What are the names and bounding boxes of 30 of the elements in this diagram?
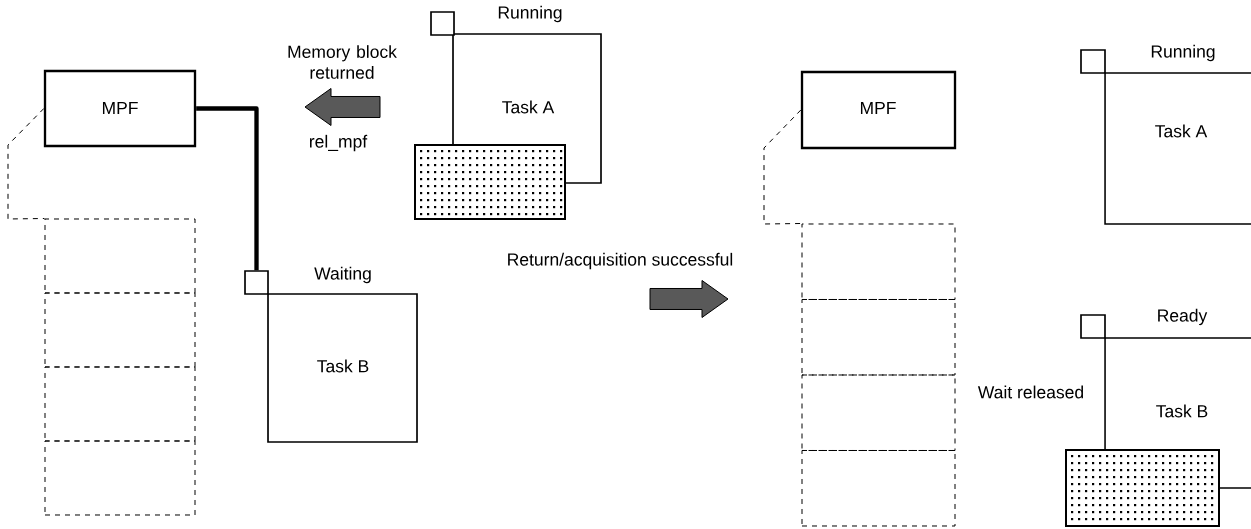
caption-text: rel_mpf	[310, 134, 368, 152]
state-label: Running	[498, 5, 562, 23]
memory-slot	[44, 366, 196, 442]
pool-box: MPF	[43, 69, 197, 148]
memory-slot	[801, 450, 956, 527]
pool-box: MPF	[800, 70, 957, 150]
task-box: Ready Task B	[1104, 308, 1251, 489]
note-text: Wait released	[977, 385, 1083, 399]
memory-block	[1065, 449, 1220, 527]
task-flag	[244, 270, 269, 295]
connector-line	[7, 108, 45, 220]
state-label: Ready	[1158, 308, 1208, 326]
connector-line	[196, 106, 259, 271]
connector-line	[763, 109, 802, 225]
state-label: Waiting	[314, 266, 371, 284]
memory-slot	[801, 299, 956, 376]
task-flag	[430, 11, 455, 36]
state-label: Running	[1151, 44, 1215, 62]
caption-text: Memory block returned	[288, 45, 397, 79]
task-flag	[1080, 49, 1106, 74]
memory-slot	[801, 223, 956, 300]
memory-slot	[44, 292, 196, 368]
memory-block	[414, 144, 566, 220]
task-box: Running Task A	[1104, 44, 1251, 225]
caption-text: Return/acquisition successful	[508, 252, 733, 270]
task-box: Waiting Task B	[267, 266, 418, 443]
task-flag	[1080, 314, 1106, 339]
memory-slot	[44, 440, 196, 516]
memory-slot	[44, 218, 196, 294]
memory-slot	[801, 374, 956, 451]
